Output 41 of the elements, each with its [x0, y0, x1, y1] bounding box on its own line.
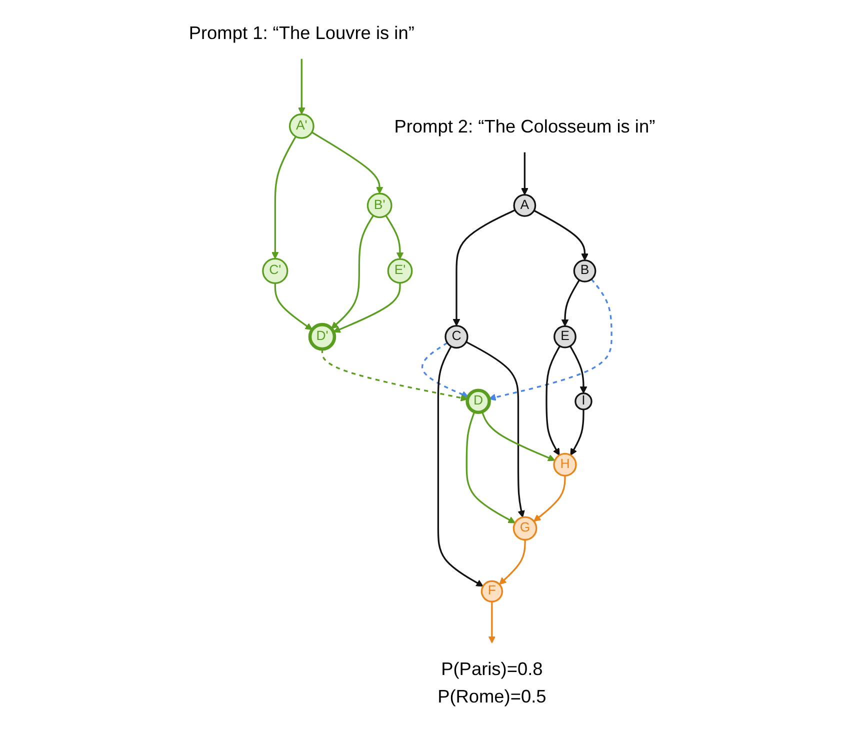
node-circle: B' [366, 192, 392, 218]
arrow [466, 411, 516, 524]
arrow [570, 409, 584, 456]
arrow [488, 278, 612, 401]
node-circle: A [513, 194, 536, 217]
arrow [333, 282, 401, 333]
node-circle: E [554, 325, 576, 348]
arrow [534, 210, 588, 261]
node-circle: B [573, 259, 596, 282]
arrow [488, 602, 496, 644]
arrow [331, 215, 374, 329]
arrow [437, 346, 484, 587]
node-circle: F [480, 580, 504, 602]
node-circle: H [553, 452, 577, 477]
node-circle: D [466, 388, 491, 414]
node-circle: C [444, 324, 468, 349]
arrow [481, 411, 556, 462]
node-text: P(Paris)=0.8 P(Rome)=0.5 [438, 658, 546, 707]
arrow [272, 136, 296, 260]
node-circle: I [574, 392, 592, 410]
arrow [452, 209, 516, 326]
arrow [311, 132, 384, 194]
node-circle: C' [262, 258, 288, 284]
arrow [569, 346, 588, 394]
arrow [321, 349, 468, 402]
node-circle: G [512, 516, 538, 541]
arrow [422, 342, 469, 398]
arrow [385, 215, 404, 260]
arrow [521, 152, 528, 196]
arrow [534, 476, 566, 522]
arrow [561, 280, 580, 326]
node-circle: E' [387, 258, 413, 284]
node-text: Prompt 2: “The Colosseum is in” [394, 116, 656, 136]
arrow [466, 341, 525, 518]
node-circle: D' [308, 322, 336, 351]
arrow [298, 58, 306, 115]
node-circle: A' [288, 113, 314, 139]
node-text: Prompt 1: “The Louvre is in” [188, 22, 414, 44]
arrow [499, 540, 526, 585]
arrow [274, 283, 313, 330]
arrow [546, 346, 560, 456]
